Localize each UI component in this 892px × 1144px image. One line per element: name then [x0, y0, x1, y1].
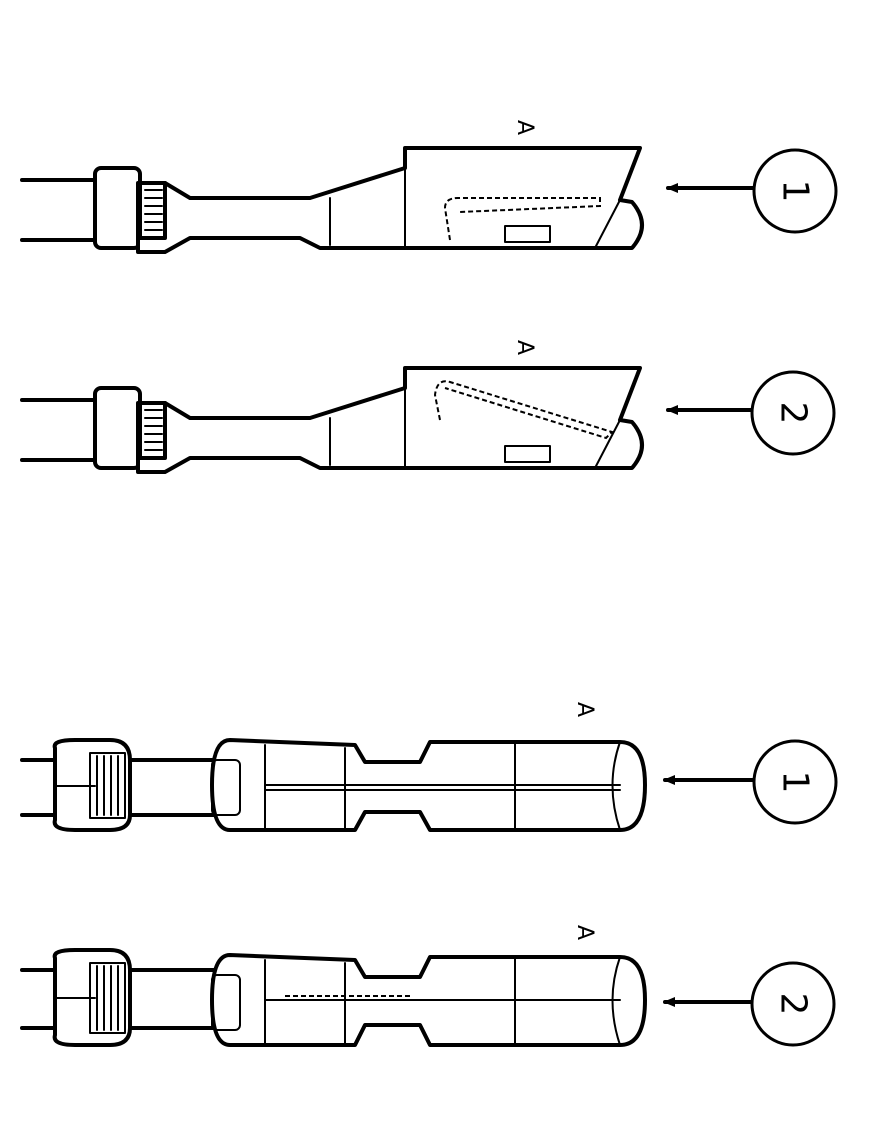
flat-terminal-2: A	[20, 340, 644, 474]
marker-a: A	[512, 120, 537, 135]
callout-label: 1	[775, 771, 816, 794]
marker-a: A	[512, 340, 537, 355]
callout-2-top: 2	[666, 370, 836, 456]
marker-a: A	[572, 925, 597, 940]
marker-a: A	[572, 702, 597, 717]
flat-terminal-1: A	[20, 120, 644, 254]
round-terminal-1: A	[20, 702, 647, 832]
callout-1-bottom: 1	[663, 739, 838, 825]
callout-label: 2	[773, 993, 814, 1016]
round-terminal-2: A	[20, 925, 647, 1047]
callout-label: 2	[773, 402, 814, 425]
callout-1-top: 1	[666, 148, 838, 234]
callout-label: 1	[775, 180, 816, 203]
callout-2-bottom: 2	[663, 961, 836, 1047]
